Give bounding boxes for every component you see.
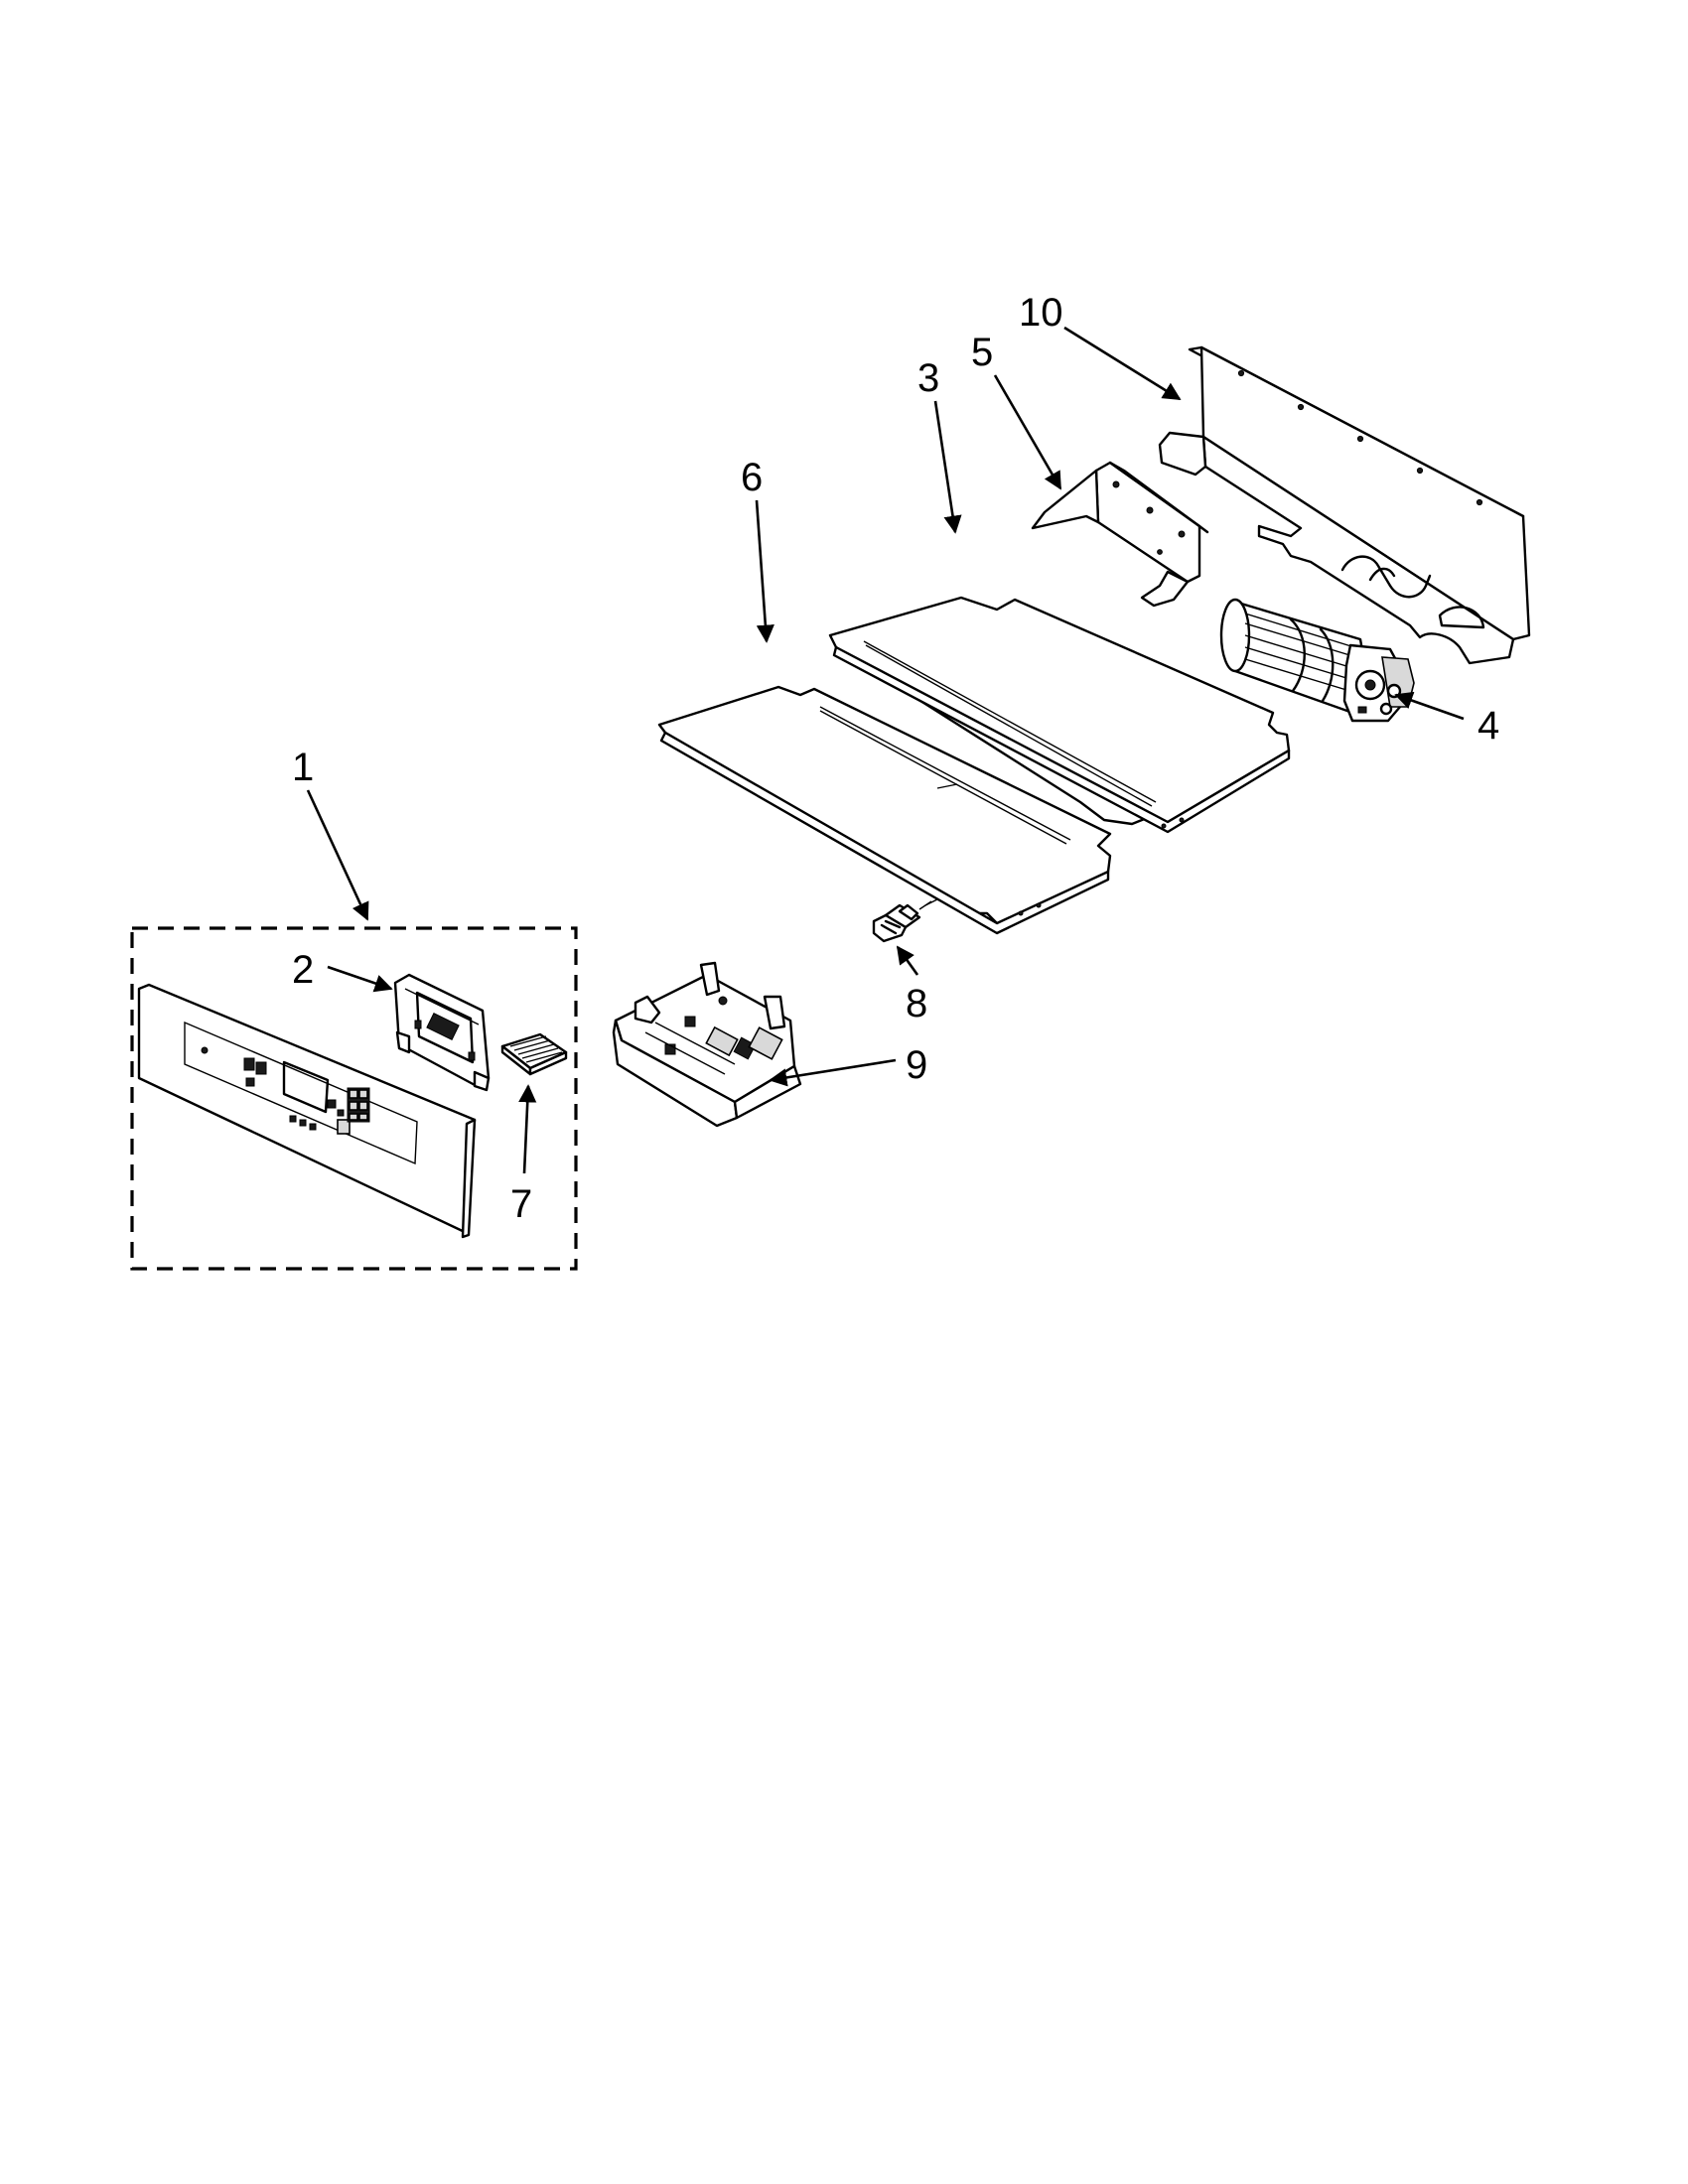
leader-10	[1063, 326, 1182, 401]
leader-5	[993, 374, 1062, 490]
leader-1	[306, 789, 369, 921]
part-8-screw	[872, 898, 938, 943]
callout-labels: 10 5 3 6 4 1 2 7 8 9	[292, 291, 1499, 1226]
leader-6	[755, 499, 774, 643]
part-9-control-board	[612, 961, 802, 1128]
leader-7	[518, 1084, 537, 1174]
callout-2: 2	[292, 948, 314, 992]
leader-lines	[306, 326, 1465, 1174]
part-3-rear-shield	[828, 596, 1291, 834]
callout-10: 10	[1019, 291, 1063, 335]
callout-9: 9	[906, 1043, 927, 1087]
part-2-keypad-bracket	[393, 973, 491, 1092]
leader-4	[1394, 691, 1465, 721]
callout-7: 7	[510, 1182, 532, 1226]
callout-1: 1	[292, 746, 314, 789]
part-1-assembly-box	[130, 926, 578, 1271]
callout-5: 5	[971, 331, 993, 374]
part-1-control-panel	[137, 983, 477, 1239]
part-6-front-shield	[657, 685, 1112, 935]
leader-9	[769, 1058, 897, 1087]
leader-2	[327, 965, 393, 993]
leader-8	[896, 945, 919, 976]
part-5-small-bracket	[1031, 461, 1209, 608]
part-4-blower-motor	[1219, 598, 1415, 723]
callout-4: 4	[1477, 704, 1499, 748]
callout-6: 6	[741, 456, 763, 499]
part-10-rear-bracket	[1158, 345, 1531, 665]
part-7-filter	[500, 1032, 568, 1076]
leader-3	[933, 400, 962, 534]
callout-3: 3	[917, 356, 939, 400]
callout-8: 8	[906, 982, 927, 1025]
